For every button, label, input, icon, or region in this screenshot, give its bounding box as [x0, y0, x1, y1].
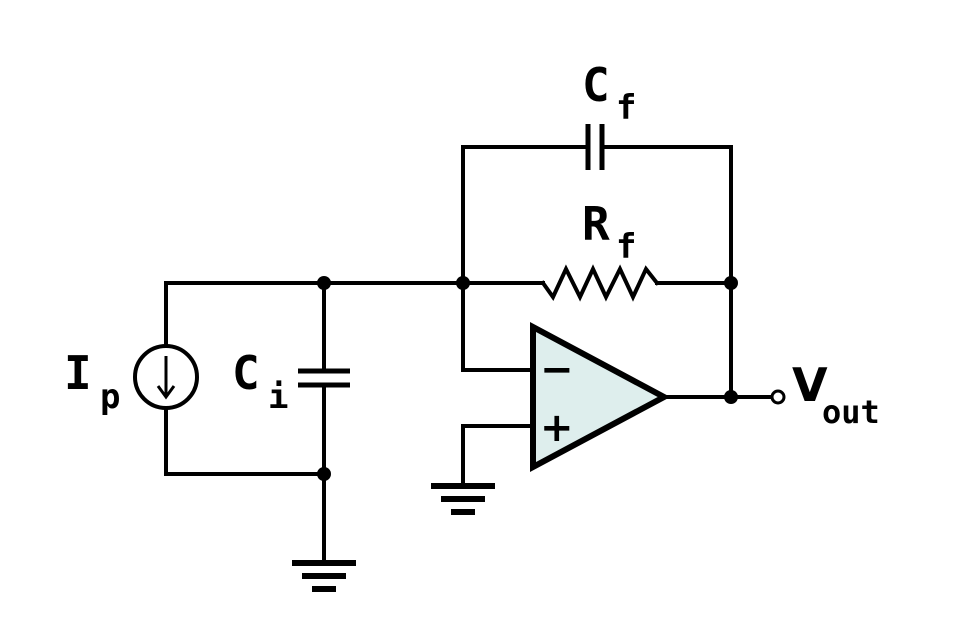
ip-label-main: I — [64, 346, 92, 400]
output-wires — [662, 281, 774, 399]
ground-icon — [292, 472, 356, 592]
vout-label-main: V — [792, 358, 828, 412]
ci-label: C i — [232, 346, 288, 417]
ip-label-sub: p — [100, 377, 120, 417]
capacitor-icon — [298, 281, 350, 476]
cf-label: C f — [582, 58, 636, 128]
rf-label-sub: f — [616, 227, 636, 267]
junction-dot — [317, 276, 331, 290]
ci-label-main: C — [232, 346, 260, 400]
junction-dot — [724, 390, 738, 404]
rf-label-main: R — [582, 197, 610, 251]
junction-dots — [317, 276, 738, 481]
junction-dot — [456, 276, 470, 290]
vout-label: V out — [792, 358, 880, 431]
opamp-input-wires — [461, 281, 535, 487]
feedback-wires — [461, 145, 733, 285]
ci-label-sub: i — [268, 377, 288, 417]
resistor-icon — [540, 264, 660, 302]
current-source-icon — [133, 344, 199, 410]
junction-dot — [317, 467, 331, 481]
ip-label: I p — [64, 346, 120, 417]
cf-label-main: C — [582, 58, 610, 112]
opamp-minus-sign: − — [540, 347, 574, 393]
input-loop-wires — [164, 281, 326, 476]
feedback-capacitor-icon — [585, 124, 605, 170]
vout-label-sub: out — [822, 393, 880, 431]
noninverting-ground-icon — [431, 483, 495, 515]
rf-label: R f — [582, 197, 636, 267]
cf-label-sub: f — [616, 88, 636, 128]
junction-dot — [724, 276, 738, 290]
opamp-plus-sign: + — [540, 405, 574, 451]
opamp-icon: − + — [530, 321, 671, 473]
output-terminal — [770, 389, 786, 405]
